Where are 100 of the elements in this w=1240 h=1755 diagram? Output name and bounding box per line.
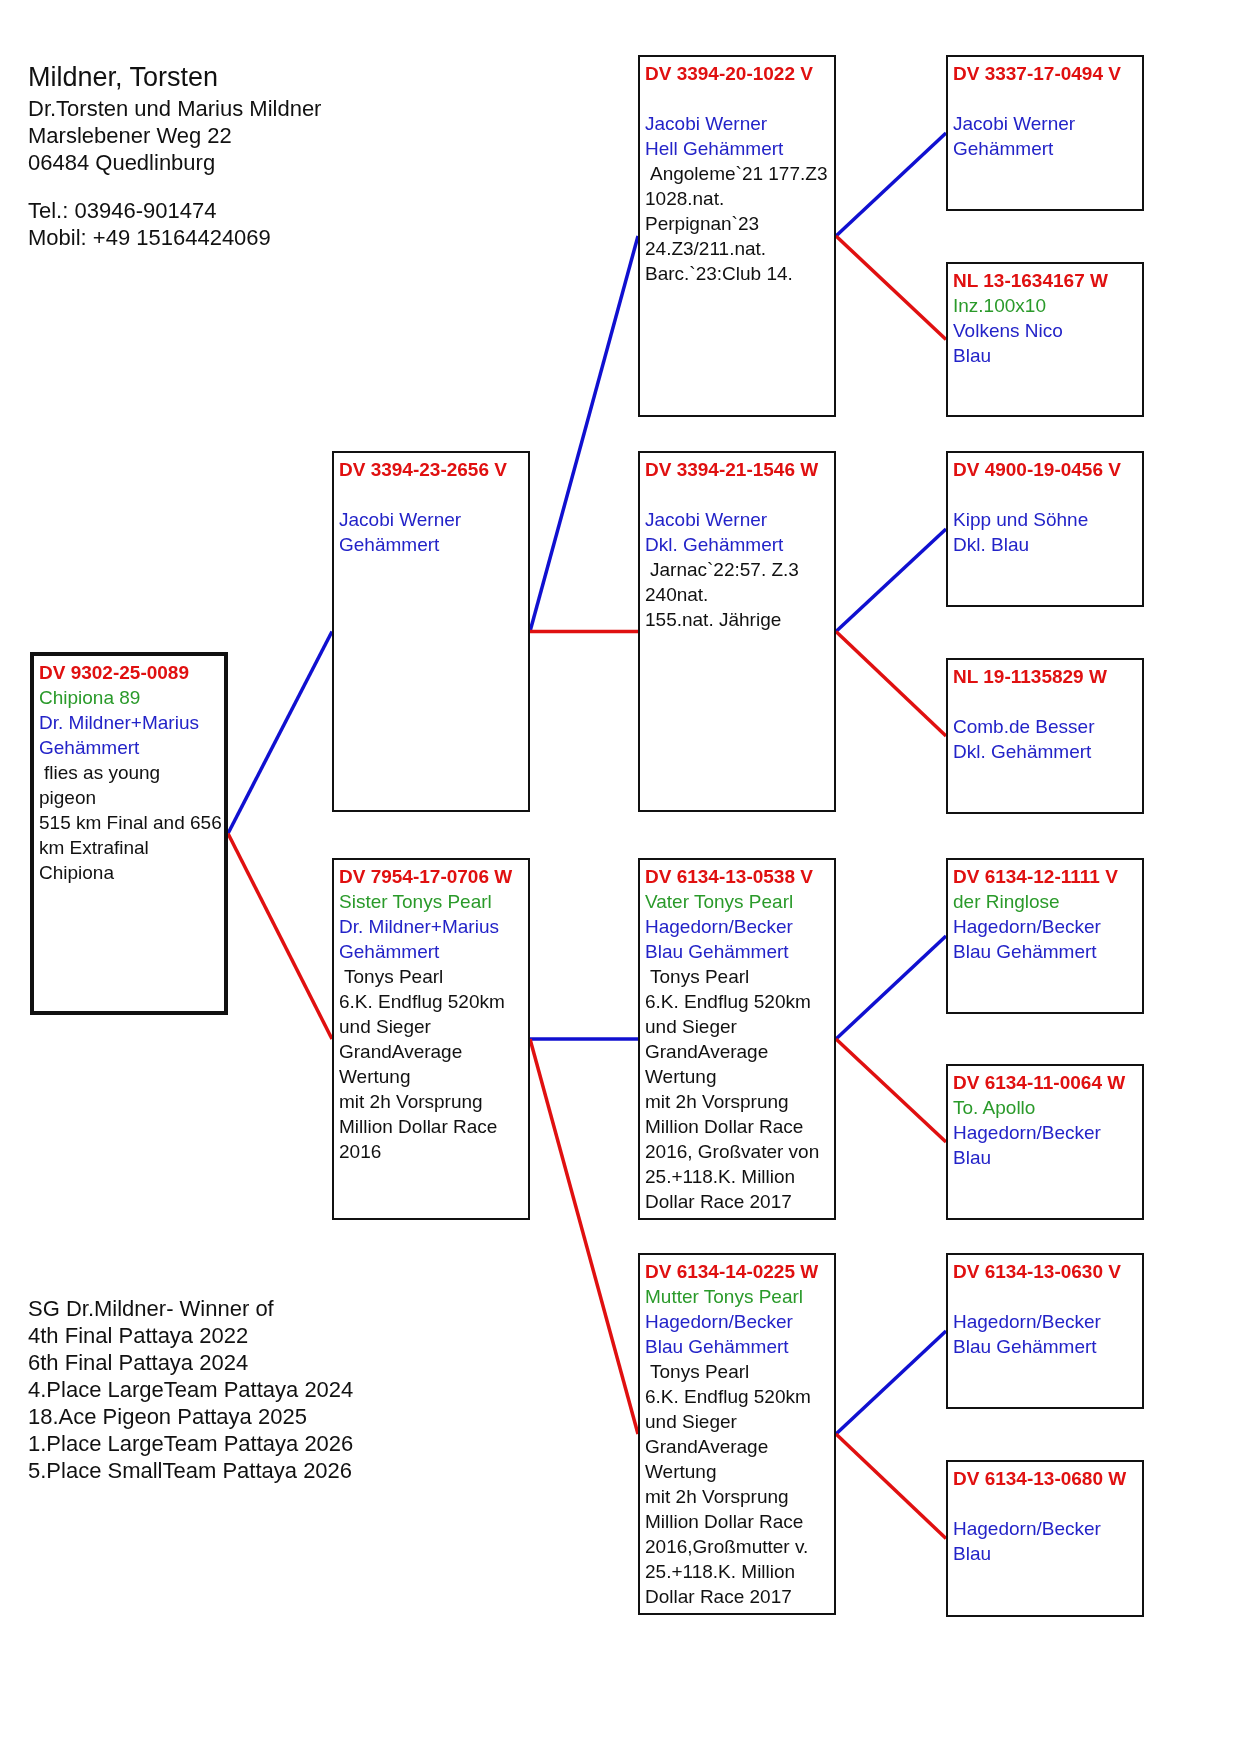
ring-number: DV 7954-17-0706 W — [339, 865, 514, 889]
ring-number: DV 6134-13-0630 V — [953, 1260, 1122, 1284]
pedigree-card — [946, 1064, 1144, 1220]
pedigree-card — [946, 451, 1144, 607]
performance-note: 515 km Final and 656 km Extrafinal Chipiona — [39, 811, 222, 885]
breeder-info: Gehämmert — [953, 137, 1055, 161]
pedigree-line — [530, 1037, 638, 1041]
performance-note: mit 2h Vorsprung — [645, 1485, 790, 1509]
performance-note: 6.K. Endflug 520km und Sieger — [645, 1385, 812, 1434]
breeder-info: Hagedorn/Becker — [645, 915, 794, 939]
ring-number: DV 3394-20-1022 V — [645, 62, 814, 86]
ring-number: DV 3394-21-1546 W — [645, 458, 820, 482]
breeder-info: Gehämmert — [339, 940, 441, 964]
achievement-line: 4th Final Pattaya 2022 — [28, 1323, 249, 1349]
ring-number: DV 9302-25-0089 — [39, 661, 190, 685]
performance-note: Million Dollar Race 2016 — [339, 1115, 499, 1164]
breeder-info: Blau — [953, 1542, 993, 1566]
performance-note: mit 2h Vorsprung — [339, 1090, 484, 1114]
ring-number: DV 6134-14-0225 W — [645, 1260, 820, 1284]
performance-note: Tonys Pearl — [649, 1360, 751, 1384]
pigeon-name: To. Apollo — [953, 1096, 1037, 1120]
breeder-info: Hagedorn/Becker — [953, 1121, 1102, 1145]
pigeon-name: der Ringlose — [953, 890, 1061, 914]
performance-note: Million Dollar Race 2016,Großmutter v. 25.+118.K. Million Dollar Race 2017 — [645, 1510, 810, 1609]
achievement-line: 5.Place SmallTeam Pattaya 2026 — [28, 1458, 353, 1484]
breeder-info: Blau Gehämmert — [953, 1335, 1098, 1359]
pedigree-card — [30, 652, 228, 1015]
pedigree-card — [332, 858, 530, 1220]
performance-note: mit 2h Vorsprung — [645, 1090, 790, 1114]
pedigree-card — [638, 451, 836, 812]
performance-note: Perpignan`23 24.Z3/211.nat. — [645, 212, 768, 261]
breeder-info: Dkl. Blau — [953, 533, 1031, 557]
performance-note: Angoleme`21 177.Z3 1028.nat. — [645, 162, 829, 211]
ring-number: DV 4900-19-0456 V — [953, 458, 1122, 482]
breeder-info: Dkl. Gehämmert — [953, 740, 1093, 764]
ring-number: DV 3337-17-0494 V — [953, 62, 1122, 86]
performance-note: flies as young pigeon — [39, 761, 162, 810]
performance-note: 6.K. Endflug 520km und Sieger — [339, 990, 506, 1039]
performance-note: 6.K. Endflug 520km und Sieger — [645, 990, 812, 1039]
breeder-info: Dkl. Gehämmert — [645, 533, 785, 557]
pigeon-name: Vater Tonys Pearl — [645, 890, 795, 914]
achievement-line: 1.Place LargeTeam Pattaya 2026 — [28, 1431, 354, 1457]
breeder-info: Hagedorn/Becker — [953, 1517, 1102, 1541]
breeder-info: Dr. Mildner+Marius — [39, 711, 200, 735]
phone-line: Tel.: 03946-901474 — [28, 198, 217, 224]
breeder-info: Gehämmert — [39, 736, 141, 760]
pigeon-name: Inz.100x10 — [953, 294, 1047, 318]
breeder-info: Jacobi Werner — [645, 508, 769, 532]
pedigree-card — [946, 1460, 1144, 1617]
address-line: Marslebener Weg 22 — [28, 123, 232, 149]
pigeon-name: Mutter Tonys Pearl — [645, 1285, 805, 1309]
pedigree-card — [638, 858, 836, 1220]
achievement-line: 18.Ace Pigeon Pattaya 2025 — [28, 1404, 307, 1430]
ring-number: DV 6134-13-0538 V — [645, 865, 814, 889]
achievement-line: 4.Place LargeTeam Pattaya 2024 — [28, 1377, 354, 1403]
achievement-line: 6th Final Pattaya 2024 — [28, 1350, 249, 1376]
pedigree-card — [946, 262, 1144, 417]
breeder-info: Hell Gehämmert — [645, 137, 785, 161]
breeder-info: Blau Gehämmert — [645, 940, 790, 964]
pigeon-name: Sister Tonys Pearl — [339, 890, 493, 914]
breeder-info: Blau Gehämmert — [645, 1335, 790, 1359]
pigeon-name: Chipiona 89 — [39, 686, 142, 710]
ring-number: DV 3394-23-2656 V — [339, 458, 508, 482]
ring-number: DV 6134-13-0680 W — [953, 1467, 1128, 1491]
pedigree-card — [638, 55, 836, 417]
breeder-info: Comb.de Besser — [953, 715, 1096, 739]
ring-number: DV 6134-12-1111 V — [953, 865, 1119, 889]
breeder-info: Blau — [953, 344, 993, 368]
performance-note: Tonys Pearl — [343, 965, 445, 989]
breeder-info: Jacobi Werner — [953, 112, 1077, 136]
pedigree-line — [530, 629, 638, 634]
breeder-info: Blau — [953, 1146, 993, 1170]
breeder-info: Hagedorn/Becker — [953, 1310, 1102, 1334]
pedigree-card — [946, 658, 1144, 814]
pedigree-card — [332, 451, 530, 812]
breeder-info: Hagedorn/Becker — [953, 915, 1102, 939]
ring-number: NL 19-1135829 W — [953, 665, 1108, 689]
breeder-info: Hagedorn/Becker — [645, 1310, 794, 1334]
performance-note: Million Dollar Race 2016, Großvater von 25.+118.K. Million Dollar Race 2017 — [645, 1115, 821, 1214]
owner-name: Mildner, Torsten — [28, 62, 219, 93]
achievement-line: SG Dr.Mildner- Winner of — [28, 1296, 274, 1322]
pedigree-card — [946, 55, 1144, 211]
pedigree-card — [946, 1253, 1144, 1409]
performance-note: Barc.`23:Club 14. — [645, 262, 794, 286]
breeder-info: Jacobi Werner — [645, 112, 769, 136]
breeder-info: Blau Gehämmert — [953, 940, 1098, 964]
breeder-info: Jacobi Werner — [339, 508, 463, 532]
pedigree-card — [946, 858, 1144, 1014]
ring-number: DV 6134-11-0064 W — [953, 1071, 1127, 1095]
performance-note: Tonys Pearl — [649, 965, 751, 989]
breeder-info: Kipp und Söhne — [953, 508, 1090, 532]
breeder-info: Gehämmert — [339, 533, 441, 557]
performance-note: Jarnac`22:57. Z.3 240nat. — [645, 558, 800, 607]
address-line: Dr.Torsten und Marius Mildner — [28, 96, 322, 122]
breeder-info: Dr. Mildner+Marius — [339, 915, 500, 939]
breeder-info: Volkens Nico — [953, 319, 1064, 343]
ring-number: NL 13-1634167 W — [953, 269, 1109, 293]
address-line: 06484 Quedlinburg — [28, 150, 216, 176]
pedigree-card — [638, 1253, 836, 1615]
performance-note: 155.nat. Jährige — [645, 608, 783, 632]
